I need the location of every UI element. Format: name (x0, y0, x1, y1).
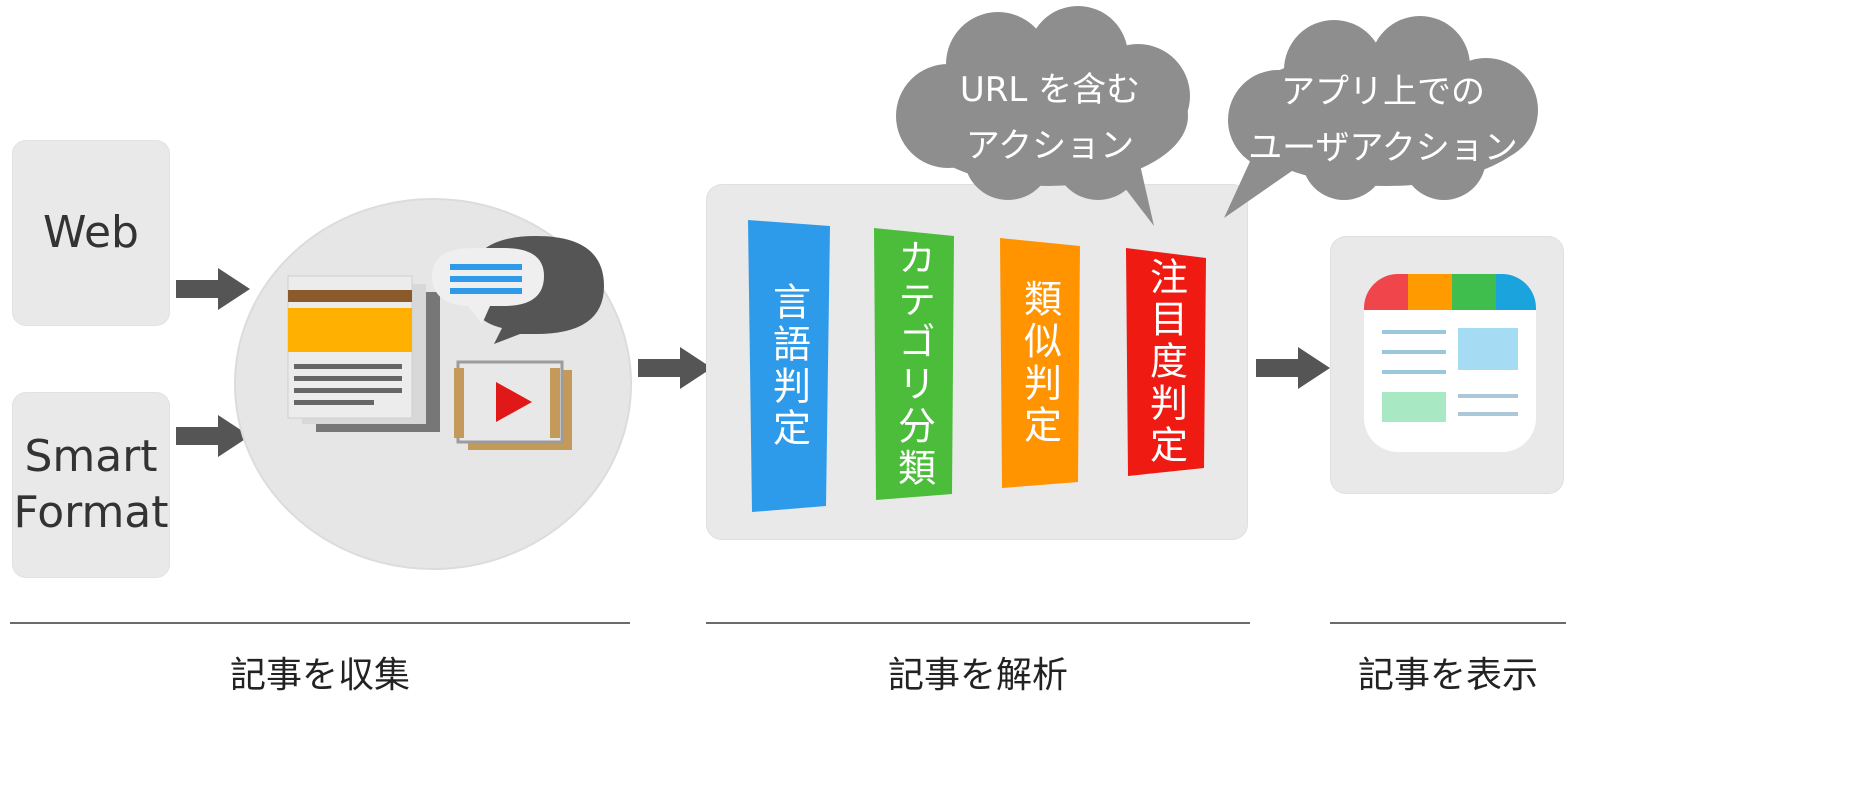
section-collect-label: 記事を収集 (229, 655, 410, 696)
section-divider (706, 622, 1250, 624)
section-divider (1330, 622, 1566, 624)
stage-category-label: カテゴリ分類 (891, 238, 936, 490)
cloud-left-text: URL を含む アクション (959, 70, 1141, 166)
cloud-bubble-right (1224, 16, 1538, 218)
video-play-icon (454, 360, 572, 450)
cloud-right-text: アプリ上での ユーザアクション (1248, 72, 1518, 168)
stage-language-label: 言語判定 (766, 282, 811, 450)
section-analyze-label: 記事を解析 (887, 655, 1068, 696)
stage-category: カテゴリ分類 (874, 228, 954, 500)
stage-similarity-label: 類似判定 (1017, 279, 1062, 447)
stage-attention: 注目度判定 (1126, 248, 1206, 476)
source-smartformat-label: Smart Format (13, 431, 169, 538)
collected-content-circle (234, 198, 632, 570)
stage-language: 言語判定 (748, 220, 830, 512)
section-display-label: 記事を表示 (1357, 655, 1538, 696)
arrow-right-icon (1256, 347, 1330, 389)
cloud-bubble-left (896, 6, 1190, 226)
arrow-right-icon (176, 415, 250, 457)
source-web-label: Web (43, 207, 139, 258)
arrow-right-icon (176, 268, 250, 310)
stage-similarity: 類似判定 (1000, 238, 1080, 488)
arrow-right-icon (638, 347, 712, 389)
source-smartformat-box: Smart Format (12, 392, 170, 578)
article-stack-icon (287, 275, 440, 432)
stage-attention-label: 注目度判定 (1143, 257, 1188, 467)
news-app-icon (1364, 274, 1536, 452)
section-divider (10, 622, 630, 624)
source-web-box: Web (12, 140, 170, 326)
chat-bubble-icon (432, 236, 604, 344)
